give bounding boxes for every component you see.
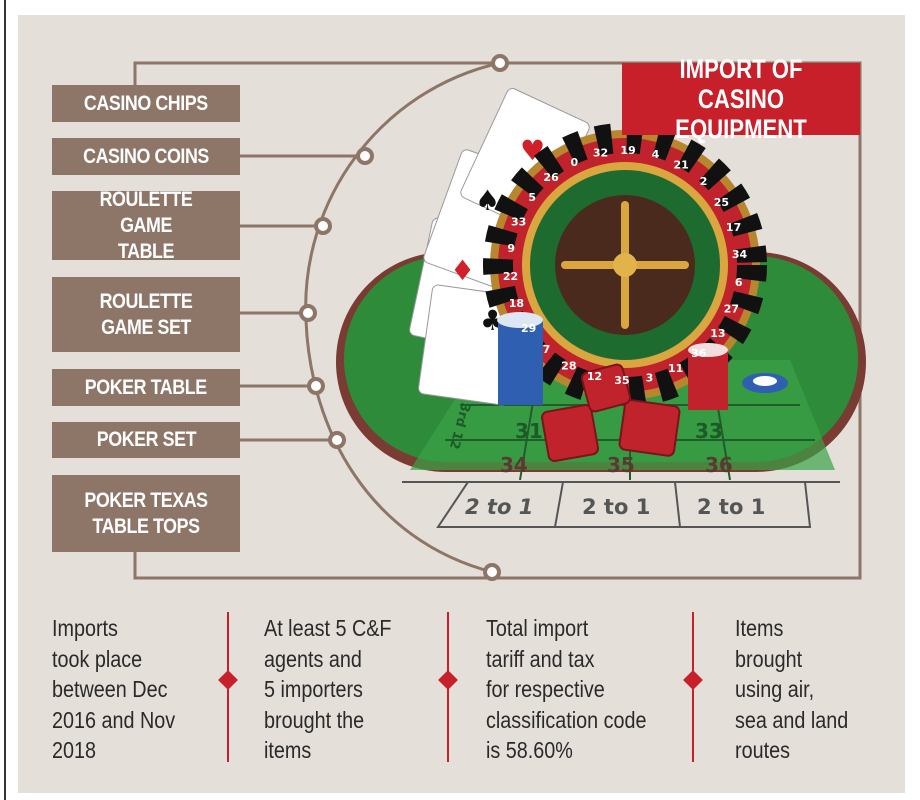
wheel-number: 34 (732, 248, 748, 261)
wheel-number: 2 (700, 175, 708, 188)
wheel-number: 36 (691, 347, 707, 360)
wheel-number: 6 (735, 276, 743, 289)
playing-cards (409, 88, 590, 406)
item-roulette-game-set: ROULETTE GAME SET (52, 277, 240, 352)
wheel-number: 27 (724, 303, 739, 316)
wheel-number: 18 (509, 297, 524, 310)
wheel-number: 7 (543, 343, 551, 356)
wheel-number: 12 (587, 370, 602, 383)
wheel-number: 25 (714, 196, 729, 209)
wheel-number: 0 (570, 156, 578, 169)
table-number: 33 (695, 419, 723, 443)
wheel-number: 9 (507, 242, 515, 255)
chip-stacks (497, 312, 788, 410)
table-number: 34 (500, 453, 528, 477)
wheel-number: 3 (646, 371, 654, 384)
fact-routes: Items brought using air, sea and land ro… (735, 615, 849, 763)
wheel-number: 32 (593, 147, 608, 160)
table-number: 36 (705, 453, 733, 477)
wheel-number: 33 (511, 215, 526, 228)
wheel-number: 26 (543, 171, 559, 184)
roulette-wheel (483, 123, 767, 407)
wheel-number: 11 (668, 362, 683, 375)
wheel-number: 22 (503, 270, 518, 283)
column-bet-label: 2 to 1 (697, 495, 765, 519)
table-number: 35 (607, 453, 635, 477)
table-number: 31 (515, 419, 543, 443)
svg-text:♠: ♠ (475, 184, 500, 217)
item-casino-chips: CASINO CHIPS (52, 85, 240, 122)
wheel-number: 29 (521, 322, 536, 335)
wheel-number: 17 (726, 221, 741, 234)
page-title: IMPORT OF CASINO EQUIPMENT (622, 54, 860, 144)
item-poker-table: POKER TABLE (52, 369, 240, 406)
column-bet-label: 2 to 1 (582, 495, 650, 519)
dice (540, 363, 681, 463)
column-bet-label: 2 to 1 (465, 495, 533, 519)
item-roulette-game-table: ROULETTE GAME TABLE (52, 188, 240, 263)
wheel-number: 35 (614, 374, 629, 387)
svg-text:♦: ♦ (450, 254, 475, 287)
item-casino-coins: CASINO COINS (52, 138, 240, 175)
fact-tariff: Total import tariff and tax for respecti… (486, 615, 647, 763)
wheel-number: 5 (528, 191, 536, 204)
wheel-number: 21 (674, 159, 689, 172)
item-poker-texas-table-tops: POKER TEXAS TABLE TOPS (52, 475, 240, 552)
connector-nodes (299, 54, 509, 581)
wheel-number: 28 (561, 359, 576, 372)
fact-agents: At least 5 C&F agents and 5 importers br… (264, 615, 392, 763)
fact-import-period: Imports took place between Dec 2016 and … (52, 615, 176, 763)
wheel-number: 19 (620, 144, 635, 157)
wheel-number: 4 (652, 148, 660, 161)
item-poker-set: POKER SET (52, 422, 240, 458)
frame-border (4, 0, 6, 800)
wheel-number: 13 (710, 327, 725, 340)
